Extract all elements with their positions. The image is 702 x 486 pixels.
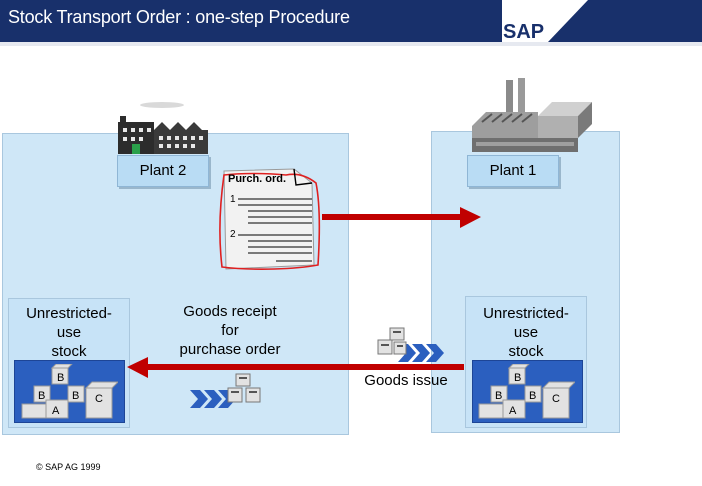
bin-letter: C [95,393,103,405]
title-bar: Stock Transport Order : one-step Procedu… [0,0,702,42]
bin-letter: A [509,405,517,417]
sap-logo-text: SAP [503,21,544,43]
purchase-order-label: Purch. ord. [228,173,286,185]
page-title: Stock Transport Order : one-step Procedu… [8,7,350,27]
shipment-icon [377,327,444,362]
bin-letter: B [529,390,536,402]
bin-letter: B [514,372,521,384]
bin-letter: A [52,405,60,417]
goods-issue-label: Goods issue [364,372,448,389]
factory-chimney-icon [472,78,592,152]
goods-flow-arrow [146,364,464,370]
purchase-order-arrow [322,214,462,220]
bin-letter: B [38,390,45,402]
shipment-icon [190,373,261,408]
bin-letter: C [552,393,560,405]
copyright-notice: © SAP AG 1999 [36,462,101,472]
bin-letter: B [72,390,79,402]
boxes-stack-icon: B B B A C [21,364,118,419]
po-item-number: 1 [230,194,236,205]
plant-2-label: Plant 2 [117,155,209,187]
left-stock-label: Unrestricted- use stock [26,305,112,360]
boxes-stack-icon: B B B A C [478,364,575,419]
po-item-number: 2 [230,229,236,240]
goods-receipt-label: Goods receipt for purchase order [179,303,281,358]
plant-1-label: Plant 1 [467,155,559,187]
header-divider [0,42,702,46]
purchase-order-document-icon: Purch. ord. 1 2 [219,168,321,270]
sap-logo: SAP [502,0,588,43]
factory-icon [118,102,208,154]
purchase-order-arrowhead [460,207,481,228]
right-stock-label: Unrestricted- use stock [483,305,569,360]
bin-letter: B [495,390,502,402]
goods-flow-arrowhead [127,357,148,378]
bin-letter: B [57,372,64,384]
